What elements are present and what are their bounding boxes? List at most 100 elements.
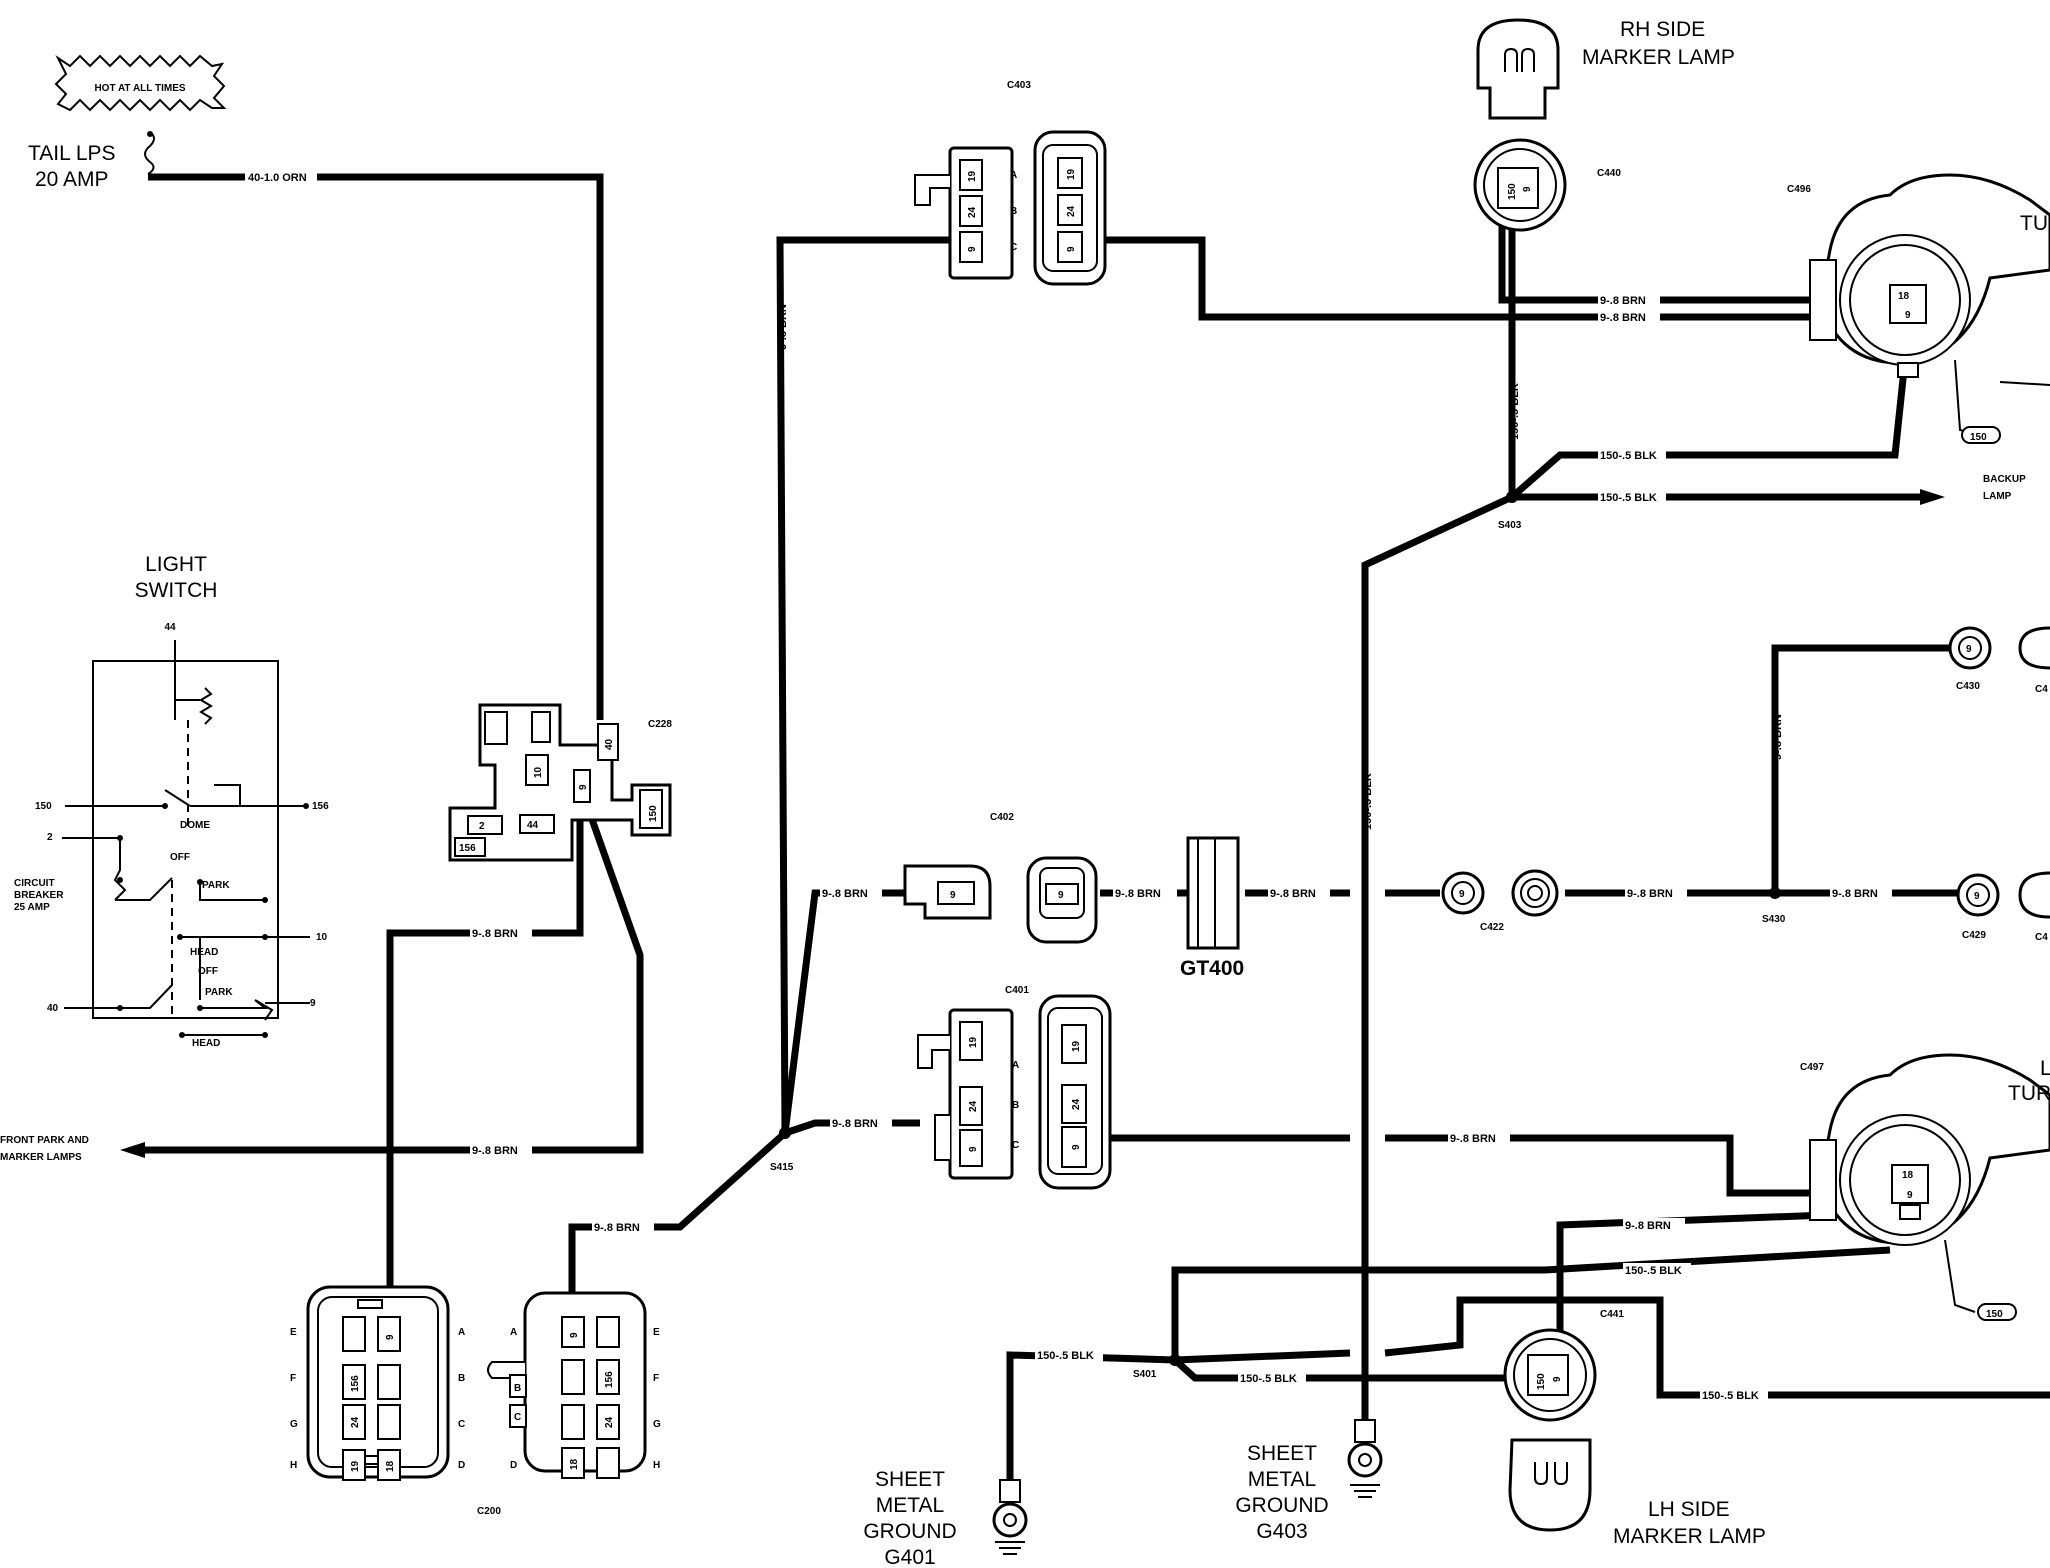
c228-pin-150: 150	[648, 805, 659, 822]
g401-label-3: GROUND	[863, 1520, 956, 1543]
connector-c402: C402 9 9	[903, 812, 1098, 944]
c429-label: C429	[1962, 930, 1986, 941]
dome-label: DOME	[180, 820, 210, 831]
g401-label-1: SHEET	[875, 1468, 945, 1491]
fuse-tail-lps: HOT AT ALL TIMES TAIL LPS 20 AMP	[28, 54, 227, 191]
grommet-gt400: GT400	[1180, 836, 1244, 980]
c228-pin-2: 2	[479, 821, 485, 832]
head2-label: HEAD	[192, 1038, 220, 1049]
c422-label: C422	[1480, 922, 1504, 933]
wire-label-blk-backup: 150-.5 BLK	[1600, 492, 1657, 504]
backup-lamp-arrow: BACKUP LAMP	[1920, 474, 2026, 505]
wire-label-blk-g403: 150-.5 BLK	[1362, 773, 1374, 830]
c401-pin-9: 9	[968, 1146, 979, 1152]
circuit-breaker-3: 25 AMP	[14, 902, 50, 913]
wires	[135, 173, 2050, 1480]
wire-label-blk-lh2: 150-.5 BLK	[1702, 1390, 1759, 1402]
c440-label: C440	[1597, 168, 1621, 179]
c200-letter-d: D	[458, 1460, 465, 1471]
fuse-symbol	[144, 131, 155, 175]
wire-label-blk-rh1: 150-.5 BLK	[1600, 450, 1657, 462]
fuse-rating: 20 AMP	[35, 168, 109, 191]
c497-label: C497	[1800, 1062, 1824, 1073]
wire-label-brn-c228: 9-.8 BRN	[472, 928, 518, 940]
c228-pin-10: 10	[533, 766, 544, 778]
s415-label: S415	[770, 1162, 794, 1173]
head-label: HEAD	[190, 947, 218, 958]
c497-pin-18: 18	[1902, 1170, 1914, 1181]
c401b-pin-9: 9	[1071, 1144, 1082, 1150]
wire-labels: 40-1.0 ORN 9-.8 BRN 9-.8 BRN 9-.8 BRN 9-…	[245, 170, 1892, 1402]
c403-pin-24: 24	[967, 206, 978, 218]
light-switch-title-1: LIGHT	[145, 553, 207, 576]
c4b-label: C4	[2035, 932, 2048, 943]
wire-label-brn-gt400a: 9-.8 BRN	[1115, 888, 1161, 900]
c200b-letter-b: B	[514, 1383, 521, 1394]
c200b-pin-18: 18	[569, 1458, 580, 1470]
c440-pin-9: 9	[1522, 186, 1533, 192]
connector-c430: 9 C430 C4	[1948, 626, 2050, 695]
wire-label-brn-front: 9-.8 BRN	[472, 1145, 518, 1157]
wire-label-blk-g401: 150-.5 BLK	[1037, 1350, 1094, 1362]
c200-letter-a: A	[458, 1327, 465, 1338]
c441-pin-9: 9	[1552, 1376, 1563, 1382]
c441-label: C441	[1600, 1309, 1624, 1320]
hot-at-all-times-text: HOT AT ALL TIMES	[94, 83, 185, 94]
circuit-breaker-2: BREAKER	[14, 890, 64, 901]
c228-pin-9: 9	[578, 784, 589, 790]
c402-label: C402	[990, 812, 1014, 823]
g403-label-3: GROUND	[1235, 1494, 1328, 1517]
c200-pin-9: 9	[385, 1334, 396, 1340]
c200b-letter-a: A	[510, 1327, 517, 1338]
c496-label: C496	[1787, 184, 1811, 195]
connector-c401: C401 19 24 9 A B C 19 24 9	[917, 985, 1112, 1190]
front-park-label-1: FRONT PARK AND	[0, 1135, 89, 1146]
wire-label-orn: 40-1.0 ORN	[248, 172, 307, 184]
c200-pin-156: 156	[350, 1375, 361, 1392]
ground-g403: SHEET METAL GROUND G403	[1235, 1419, 1383, 1543]
wire-label-brn-c430: 9-.8 BRN	[1772, 714, 1784, 760]
c401b-pin-19: 19	[1071, 1040, 1082, 1052]
s401-label: S401	[1133, 1369, 1157, 1380]
fuse-name: TAIL LPS	[28, 142, 116, 165]
c200-pin-18: 18	[385, 1460, 396, 1472]
connector-c200: 9 156 24 19 18 E F G H A B C D 9 156 24 …	[290, 1285, 661, 1517]
c200-letter-c: C	[458, 1419, 465, 1430]
off-label: OFF	[170, 852, 190, 863]
c200b-pin-9: 9	[569, 1332, 580, 1338]
c440-pin-150: 150	[1507, 183, 1518, 200]
g403-label-4: G403	[1256, 1520, 1307, 1543]
splice-s403	[1506, 491, 1518, 503]
wire-label-brn-rh2: 9-.8 BRN	[1600, 312, 1646, 324]
c401-label: C401	[1005, 985, 1029, 996]
c200b-pin-156: 156	[604, 1371, 615, 1388]
off2-label: OFF	[198, 966, 218, 977]
c4a-label: C4	[2035, 684, 2048, 695]
c200b-letter-c: C	[514, 1412, 521, 1423]
circuit-breaker-1: CIRCUIT	[14, 878, 55, 889]
c401-letter-b: B	[1012, 1100, 1019, 1111]
c422-pin-9: 9	[1459, 889, 1465, 900]
c403b-pin-9: 9	[1066, 246, 1077, 252]
c200-label: C200	[477, 1506, 501, 1517]
wire-label-blk-lh1: 150-.5 BLK	[1625, 1265, 1682, 1277]
connector-c429: 9 C429 C4	[1956, 871, 2050, 943]
c200-letter-e: E	[290, 1327, 297, 1338]
c401-letter-c: C	[1012, 1140, 1019, 1151]
wire-label-blk-vertical-rh: 150-.5 BLK	[1509, 383, 1521, 440]
wire-label-brn-c401: 9-.8 BRN	[832, 1118, 878, 1130]
c228-pin-40: 40	[604, 738, 615, 750]
splices: S415 S403 S430 S401	[770, 491, 1786, 1380]
c200b-letter-h: H	[653, 1460, 660, 1471]
terminal-9: 9	[310, 998, 316, 1009]
c403-letter-b: B	[1010, 206, 1017, 217]
c441-pin-150: 150	[1536, 1373, 1547, 1390]
s403-label: S403	[1498, 520, 1522, 531]
c429-pin-9: 9	[1974, 891, 1980, 902]
wire-label-brn-lh: 9-.8 BRN	[1450, 1133, 1496, 1145]
c430-pin-9: 9	[1966, 644, 1972, 655]
hot-at-all-times-badge	[54, 54, 227, 112]
c401-pin-19: 19	[968, 1036, 979, 1048]
front-park-arrow: FRONT PARK AND MARKER LAMPS	[0, 1135, 145, 1163]
